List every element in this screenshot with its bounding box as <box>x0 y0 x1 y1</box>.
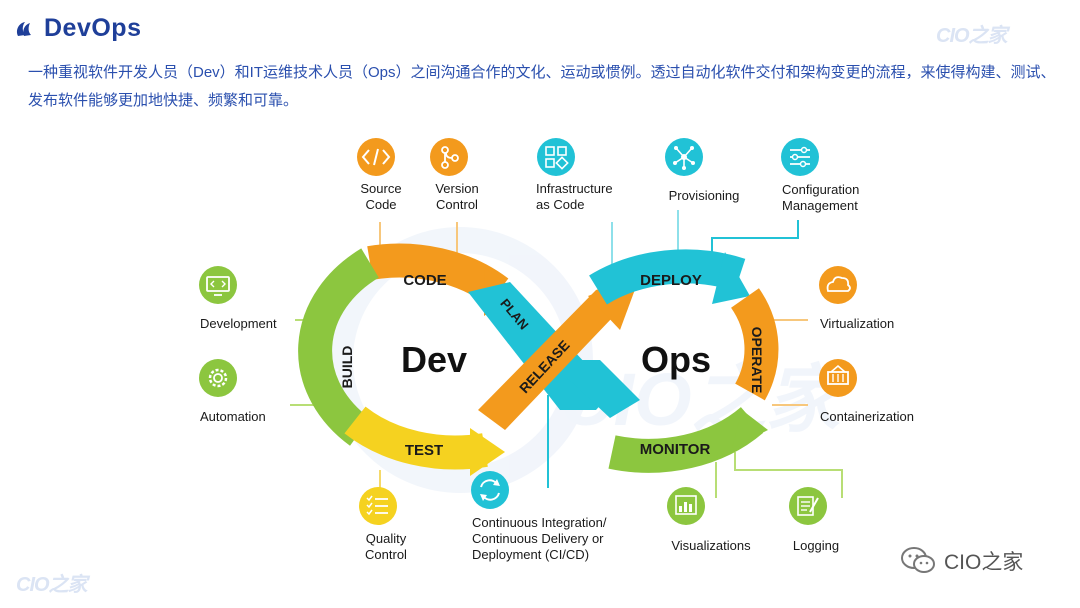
wechat-icon <box>901 547 935 573</box>
sliders-icon <box>781 138 819 176</box>
label-quality-control-1: Quality <box>366 531 407 546</box>
brand-logo-icon <box>16 21 31 36</box>
ops-loop <box>589 249 779 473</box>
label-virtualization: Virtualization <box>820 316 894 331</box>
connector-configuration <box>711 220 799 262</box>
page-title: DevOps <box>44 14 142 42</box>
code-brackets-icon <box>357 138 395 176</box>
label-version-control-1: Version <box>435 181 478 196</box>
wechat-account-badge: CIO之家 <box>900 546 1023 576</box>
description-text: 一种重视软件开发人员（Dev）和IT运维技术人员（Ops）之间沟通合作的文化、运… <box>28 64 1056 109</box>
checklist-icon <box>359 487 397 525</box>
segment-test-label: TEST <box>405 442 443 459</box>
label-cicd-1: Continuous Integration/ <box>472 515 607 530</box>
label-automation: Automation <box>200 409 266 424</box>
deploy-arrowhead <box>712 252 750 304</box>
refresh-cycle-icon <box>471 471 509 509</box>
label-development: Development <box>200 316 277 331</box>
hub-nodes-icon <box>665 138 703 176</box>
segment-release <box>478 282 620 430</box>
label-containerization: Containerization <box>820 409 914 424</box>
segment-test <box>344 406 488 470</box>
segment-code-label: CODE <box>403 272 446 289</box>
monitor-arrowhead <box>732 410 768 448</box>
ops-label: Ops <box>641 339 711 380</box>
segment-monitor-label: MONITOR <box>640 441 711 458</box>
brand-watermark-top: CIO之家 <box>936 25 1008 47</box>
dev-label: Dev <box>401 339 467 380</box>
label-version-control-2: Control <box>436 197 478 212</box>
bar-chart-icon <box>667 487 705 525</box>
label-infrastructure-2: as Code <box>536 197 584 212</box>
label-quality-control-2: Control <box>365 547 407 562</box>
label-provisioning: Provisioning <box>669 188 740 203</box>
gear-icon <box>199 359 237 397</box>
cyan-lower-tail <box>548 360 640 418</box>
label-configuration-1: Configuration <box>782 182 859 197</box>
label-logging: Logging <box>793 538 839 553</box>
segment-operate <box>730 288 779 401</box>
segment-build-label: BUILD <box>339 346 355 389</box>
segment-operate-label: OPERATE <box>749 327 765 394</box>
log-edit-icon <box>789 487 827 525</box>
monitor-code-icon <box>199 266 237 304</box>
label-cicd-3: Deployment (CI/CD) <box>472 547 589 562</box>
tool-icons <box>199 138 857 525</box>
label-source-code-2: Code <box>365 197 396 212</box>
label-source-code-1: Source <box>360 181 401 196</box>
label-configuration-2: Management <box>782 198 858 213</box>
connector-logging <box>734 452 843 498</box>
label-cicd-2: Continuous Delivery or <box>472 531 604 546</box>
wechat-account-name: CIO之家 <box>944 551 1024 574</box>
cloud-icon <box>819 266 857 304</box>
container-icon <box>819 359 857 397</box>
git-branch-icon <box>430 138 468 176</box>
segment-build <box>298 248 380 446</box>
brand-watermark-bottom: CIO之家 <box>16 574 88 596</box>
test-arrowhead <box>470 428 505 476</box>
title-row: DevOps <box>14 14 141 43</box>
label-infrastructure-1: Infrastructure <box>536 181 613 196</box>
network-boxes-icon <box>537 138 575 176</box>
segment-deploy-label: DEPLOY <box>640 272 702 289</box>
label-visualizations: Visualizations <box>671 538 751 553</box>
